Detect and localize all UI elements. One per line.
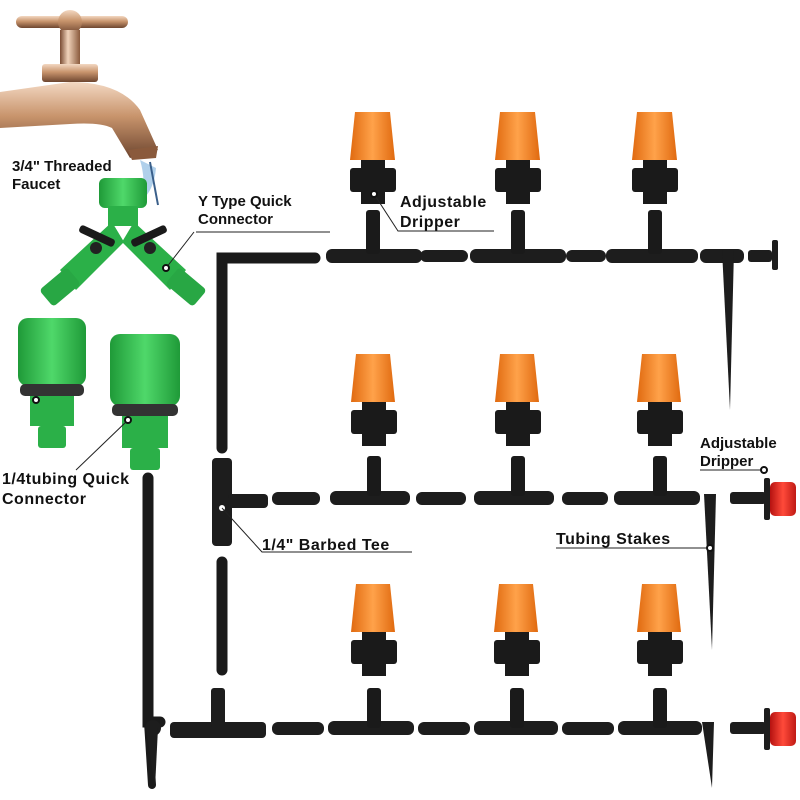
barbed-tee-fitting xyxy=(212,458,268,546)
leader-lines xyxy=(75,193,762,553)
faucet-label-line1: 3/4" Threaded xyxy=(12,158,112,175)
tubing-quick-connector-left xyxy=(18,318,86,448)
tubing-stakes xyxy=(146,250,734,788)
dripper-right-label-line2: Dripper xyxy=(700,453,754,470)
dripper-right-label-line1: Adjustable xyxy=(700,435,777,452)
dripper-top-label-line2: Dripper xyxy=(400,214,461,231)
dripper-mid-3 xyxy=(637,354,683,496)
tubing-quick-connector-right xyxy=(110,334,180,470)
drippers xyxy=(350,112,683,728)
faucet-label: 3/4" Threaded Faucet xyxy=(12,158,112,194)
barbed-tee-label: 1/4" Barbed Tee xyxy=(262,537,390,554)
bottom-tee xyxy=(145,688,266,738)
dripper-bot-1 xyxy=(351,584,397,728)
red-dripper-middle xyxy=(730,478,796,520)
leader-dots xyxy=(32,190,768,552)
y-type-quick-connector xyxy=(40,178,206,306)
faucet-label-line2: Faucet xyxy=(12,176,61,193)
end-plug-top xyxy=(748,240,778,270)
y-connector-label-line2: Connector xyxy=(198,211,273,228)
dripper-mid-1 xyxy=(351,354,397,496)
dripper-top-label-line1: Adjustable xyxy=(400,194,487,211)
y-connector-label-line1: Y Type Quick xyxy=(198,193,292,210)
dripper-mid-2 xyxy=(495,354,541,496)
dripper-top-label: Adjustable Dripper xyxy=(400,193,487,233)
quick-connector-label: 1/4tubing Quick Connector xyxy=(2,470,130,510)
dripper-top-3 xyxy=(632,112,678,254)
dripper-bot-3 xyxy=(637,584,683,728)
faucet xyxy=(0,10,158,160)
quick-connector-label-line2: Connector xyxy=(2,491,87,508)
dripper-bot-2 xyxy=(494,584,540,728)
quick-connector-label-line1: 1/4tubing Quick xyxy=(2,471,130,488)
dripper-right-label: Adjustable Dripper xyxy=(700,435,777,471)
dripper-top-2 xyxy=(495,112,541,254)
tubing-stakes-label: Tubing Stakes xyxy=(556,531,671,548)
dripper-top-1 xyxy=(350,112,396,254)
y-connector-label: Y Type Quick Connector xyxy=(198,193,292,229)
red-dripper-bottom xyxy=(730,708,796,750)
